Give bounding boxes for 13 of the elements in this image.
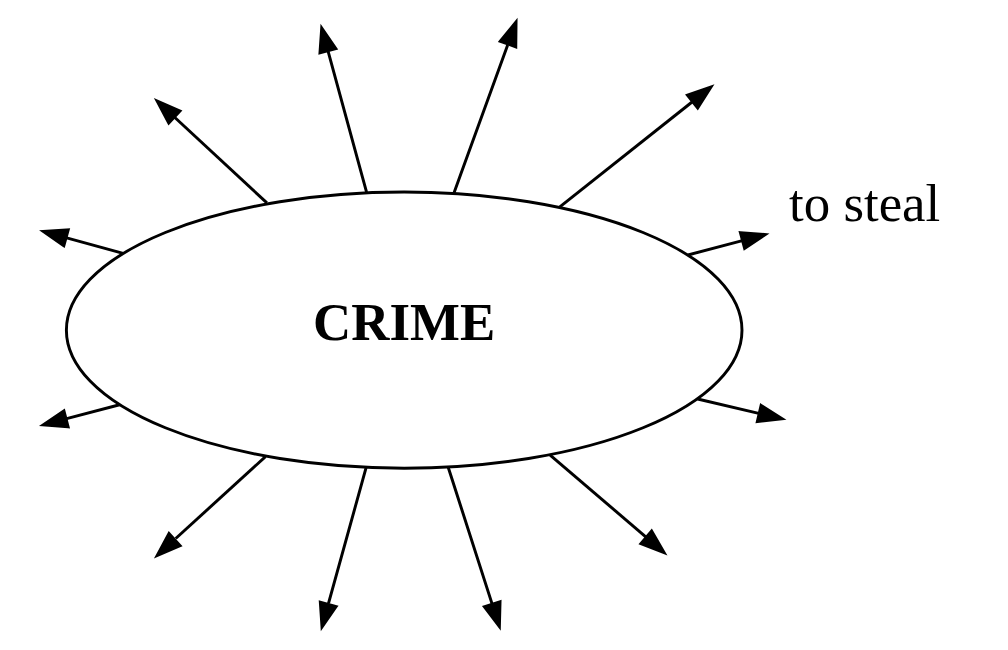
arrow [153,98,268,204]
arrow [38,228,124,255]
arrow [548,453,667,556]
arrow [452,17,518,194]
arrow [318,466,368,632]
arrow [558,84,714,208]
arrow [317,23,368,193]
arrow [446,466,502,631]
arrow [153,455,266,559]
node-text: to steal [788,173,940,232]
arrow [687,231,770,257]
arrow [696,397,786,424]
arrow [38,403,120,429]
